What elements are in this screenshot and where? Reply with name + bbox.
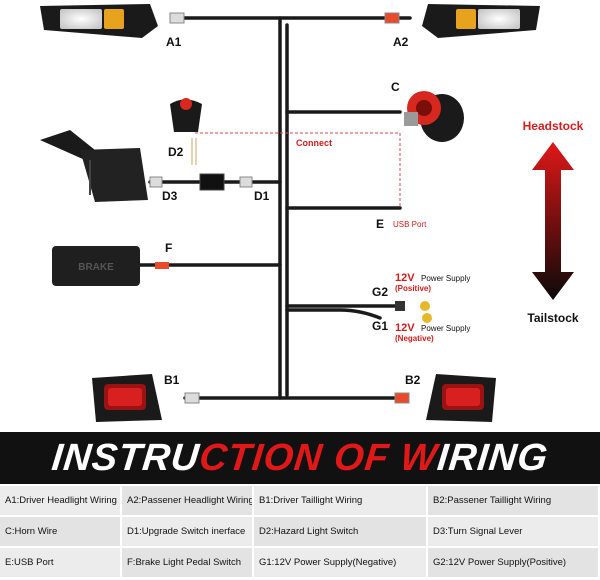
banner-title-part3: W: [398, 436, 440, 479]
label-d2: D2: [168, 145, 184, 159]
brake-switch: BRAKE: [52, 246, 140, 286]
label-b2: B2: [405, 373, 421, 387]
legend-cell: D2:Hazard Light Switch: [254, 517, 428, 548]
legend-cell: B1:Driver Taillight Wiring: [254, 486, 428, 517]
label-a2: A2: [393, 35, 409, 49]
label-a1: A1: [166, 35, 182, 49]
g1-volt: 12V: [395, 322, 415, 334]
instruction-banner: INSTRUCTION OF WIRING: [0, 432, 600, 484]
wire-connectors: [149, 12, 432, 404]
legend-cell: A1:Driver Headlight Wiring: [0, 486, 122, 517]
label-e: E: [376, 217, 384, 231]
turn-signal-lever: [40, 130, 148, 202]
label-d1: D1: [254, 189, 270, 203]
legend-cell: B2:Passener Taillight Wiring: [428, 486, 600, 517]
label-c: C: [391, 80, 400, 94]
legend-cell: G1:12V Power Supply(Negative): [254, 548, 428, 579]
direction-arrow: [532, 142, 574, 300]
usb-port-label: USB Port: [393, 220, 427, 229]
taillight-b2: [426, 374, 496, 422]
hazard-switch: [170, 98, 202, 165]
label-b1: B1: [164, 373, 180, 387]
connect-dashed-line: [195, 132, 401, 208]
headlight-a1: [40, 4, 158, 38]
label-d3: D3: [162, 189, 178, 203]
g2-power-text: Power Supply: [421, 274, 470, 283]
legend-table: A1:Driver Headlight Wiring A2:Passener H…: [0, 486, 600, 580]
g2-volt: 12V: [395, 272, 415, 284]
banner-title-part1: INSTRU: [49, 436, 202, 479]
headlight-a2: [422, 4, 540, 38]
legend-cell: D3:Turn Signal Lever: [428, 517, 600, 548]
wiring-diagram: BRAKE A1 A2 C D2 D3 D1 E F G2 G1 B1 B2 C…: [40, 4, 584, 422]
legend-cell: G2:12V Power Supply(Positive): [428, 548, 600, 579]
banner-title: INSTRUCTION OF WIRING: [49, 436, 551, 480]
horn: [404, 91, 464, 142]
taillight-b1: [92, 374, 162, 422]
headstock-label: Headstock: [523, 119, 584, 133]
tailstock-label: Tailstock: [527, 311, 578, 325]
legend-cell: E:USB Port: [0, 548, 122, 579]
legend-cell: A2:Passener Headlight Wiring: [122, 486, 254, 517]
g2-sign: (Positive): [395, 284, 431, 293]
legend-cell: C:Horn Wire: [0, 517, 122, 548]
label-f: F: [165, 241, 172, 255]
legend-cell: F:Brake Light Pedal Switch: [122, 548, 254, 579]
banner-title-part4: IRING: [435, 436, 551, 479]
g1-power-text: Power Supply: [421, 324, 470, 333]
legend-cell: D1:Upgrade Switch inerface: [122, 517, 254, 548]
brake-switch-text: BRAKE: [78, 262, 114, 273]
connect-label: Connect: [296, 138, 332, 148]
g1-sign: (Negative): [395, 334, 434, 343]
banner-title-part2: CTION OF: [197, 436, 403, 479]
label-g1: G1: [372, 319, 388, 333]
label-g2: G2: [372, 285, 388, 299]
wire-harness: [138, 16, 412, 400]
